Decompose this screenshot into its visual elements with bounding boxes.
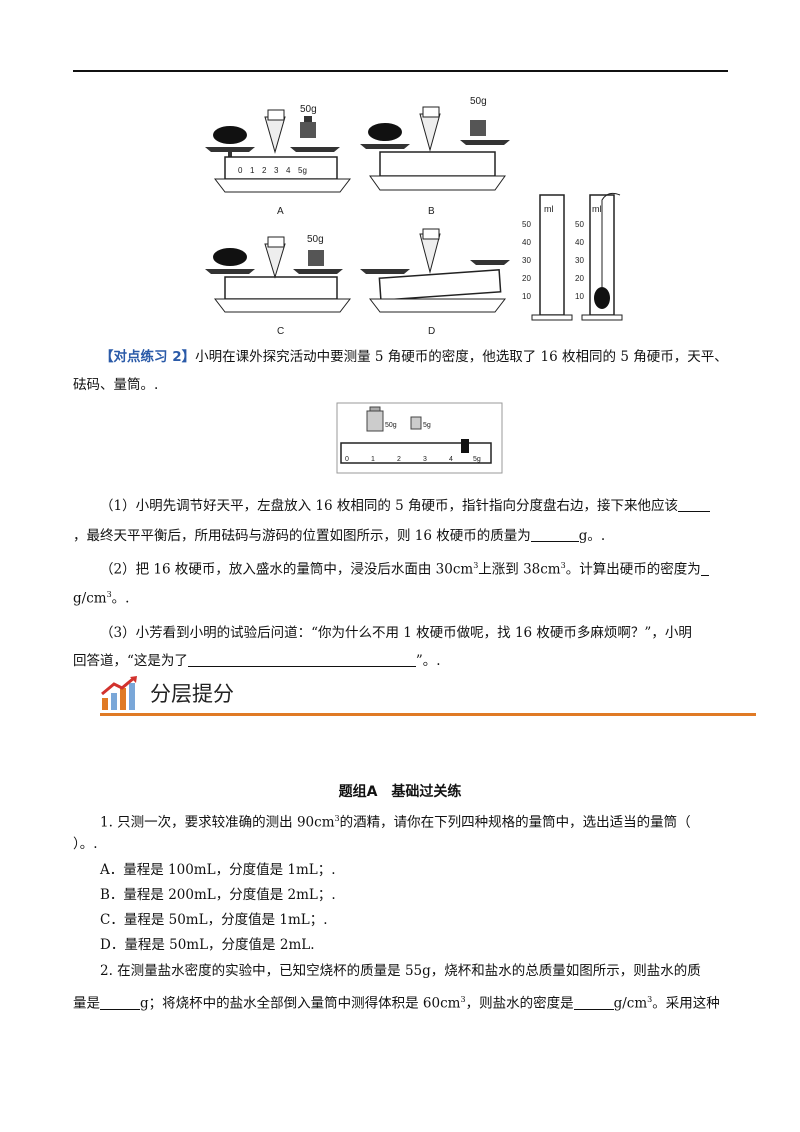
svg-text:5g: 5g	[473, 456, 481, 463]
cylinder-marks-2: 50 40 30 20 10	[575, 220, 584, 301]
cylinder-with-object: ml 50 40 30 20 10	[575, 192, 623, 321]
header-rule	[73, 70, 728, 72]
answer-blank[interactable]	[187, 652, 416, 667]
group-a-q1-line1: 1. 只测一次，要求较准确的测出 90cm3的酒精，请你在下列四种规格的量筒中，…	[100, 814, 691, 831]
svg-text:40: 40	[522, 238, 531, 247]
practice2-q3-line2: 回答道，“这是为了”。.	[73, 652, 441, 669]
answer-blank[interactable]	[530, 527, 579, 542]
practice2-tag: 【对点练习 2】	[100, 349, 196, 365]
svg-text:5g: 5g	[298, 166, 307, 175]
section-divider	[100, 713, 756, 716]
balance-label-b: B	[428, 206, 435, 217]
practice2-q1-line1: （1）小明先调节好天平，左盘放入 16 枚相同的 5 角硬币，指针指向分度盘右边…	[100, 496, 711, 516]
svg-text:3: 3	[274, 166, 279, 175]
balance-b: 50g B	[360, 96, 510, 217]
cylinder-unit-2: ml	[592, 204, 602, 214]
group-a-q1-line2: ）。.	[73, 836, 98, 852]
answer-blank[interactable]	[678, 497, 711, 512]
weight-label-c: 50g	[307, 234, 324, 245]
svg-text:2: 2	[397, 456, 401, 463]
group-a-q2-line1: 2. 在测量盐水密度的实验中，已知空烧杯的质量是 55g，烧杯和盐水的总质量如图…	[100, 963, 701, 979]
svg-text:0: 0	[238, 166, 243, 175]
growth-chart-icon	[101, 676, 137, 710]
option-b: B．量程是 200mL，分度值是 2mL；.	[100, 887, 336, 903]
balance-d: D	[360, 228, 510, 337]
balance-c: 50g C	[205, 234, 352, 337]
practice2-q2-line1: （2）把 16 枚硬币，放入盛水的量筒中，浸没后水面由 30cm3上涨到 38c…	[100, 556, 709, 580]
ruler-marks: 0 1 2 3 4 5g	[345, 456, 481, 463]
svg-text:30: 30	[522, 256, 531, 265]
weight-label-a: 50g	[300, 104, 317, 115]
cylinder-figures: ml 50 40 30 20 10 ml 50 40 30 20 10	[522, 192, 623, 321]
svg-text:10: 10	[522, 292, 531, 301]
cylinder-marks-1: 50 40 30 20 10	[522, 220, 531, 301]
balance-label-a: A	[277, 206, 284, 217]
svg-text:20: 20	[522, 274, 531, 283]
section-title: 分层提分	[150, 682, 234, 706]
practice2-q3-line1: （3）小芳看到小明的试验后问道：“你为什么不用 1 枚硬币做呢，找 16 枚硬币…	[100, 625, 692, 641]
weight-5g: 5g	[423, 422, 431, 429]
svg-text:20: 20	[575, 274, 584, 283]
practice2-line1: 【对点练习 2】小明在课外探究活动中要测量 5 角硬币的密度，他选取了 16 枚…	[100, 349, 728, 365]
svg-text:10: 10	[575, 292, 584, 301]
svg-text:3: 3	[423, 456, 427, 463]
weight-label-b: 50g	[470, 96, 487, 107]
balance-label-c: C	[277, 326, 284, 337]
answer-blank[interactable]	[573, 995, 614, 1010]
svg-text:4: 4	[449, 456, 453, 463]
svg-text:1: 1	[371, 456, 375, 463]
svg-text:50: 50	[522, 220, 531, 229]
balance-label-d: D	[428, 326, 435, 337]
svg-text:30: 30	[575, 256, 584, 265]
cylinder-empty: ml 50 40 30 20 10	[522, 194, 573, 321]
svg-text:1: 1	[250, 166, 255, 175]
group-a-title: 题组A 基础过关练	[338, 784, 462, 800]
practice2-line2: 砝码、量筒。.	[73, 377, 159, 393]
svg-text:0: 0	[345, 456, 349, 463]
option-c: C．量程是 50mL，分度值是 1mL；.	[100, 912, 328, 928]
cylinder-unit-1: ml	[544, 204, 554, 214]
svg-text:40: 40	[575, 238, 584, 247]
option-a: A．量程是 100mL，分度值是 1mL；.	[100, 862, 336, 878]
option-d: D．量程是 50mL，分度值是 2mL.	[100, 937, 315, 953]
weights-ruler-figure: 50g 5g 0 1 2 3 4 5g	[336, 402, 503, 474]
answer-blank[interactable]	[700, 561, 709, 576]
svg-text:2: 2	[262, 166, 267, 175]
answer-blank[interactable]	[100, 995, 140, 1010]
practice2-q2-line2: g/cm3。.	[73, 590, 130, 607]
weight-50g: 50g	[385, 422, 397, 429]
svg-text:4: 4	[286, 166, 291, 175]
svg-text:50: 50	[575, 220, 584, 229]
